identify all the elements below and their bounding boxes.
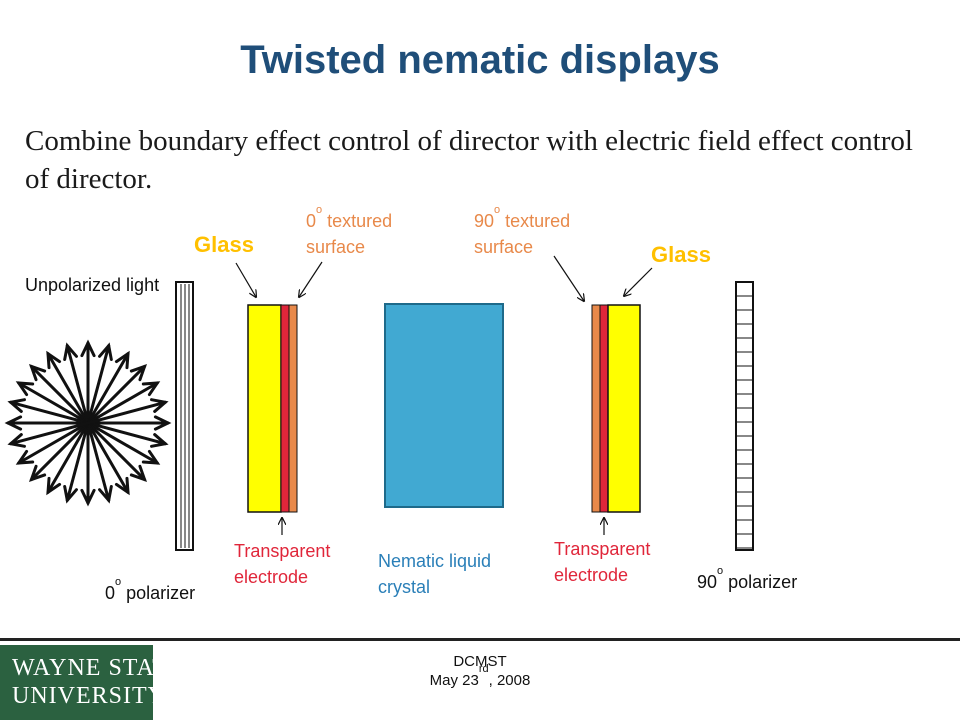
glass-stack-left xyxy=(247,304,298,513)
label-polarizer-0deg: 0o polarizer xyxy=(105,576,196,604)
nematic-liquid-crystal-cell xyxy=(384,303,504,508)
arrow-glass-right xyxy=(624,267,653,296)
label-textured-surface-right: 90o textured surface xyxy=(474,204,571,258)
arrow-textured-right xyxy=(553,255,584,301)
pointer-arrows xyxy=(235,255,653,535)
arrow-textured-left xyxy=(299,261,323,297)
label-glass-right: Glass xyxy=(651,242,711,267)
label-glass-left: Glass xyxy=(194,232,254,257)
footer-divider xyxy=(0,638,960,641)
footer-date: May 23rd, 2008 xyxy=(429,663,531,690)
label-nematic-liquid-crystal: Nematic liquid crystal xyxy=(378,551,492,597)
glass-plate-right xyxy=(607,304,641,513)
textured-surface-left xyxy=(288,304,298,513)
unpolarized-light-star xyxy=(4,339,172,507)
label-unpolarized-light: Unpolarized light xyxy=(25,275,160,295)
electrode-left xyxy=(280,304,290,513)
textured-surface-right xyxy=(591,304,601,513)
glass-stack-right xyxy=(591,304,641,513)
slide-title: Twisted nematic displays xyxy=(240,38,720,82)
logo-text-line2: UNIVERSITY xyxy=(12,683,166,709)
arrow-glass-left xyxy=(235,262,256,297)
logo-text-line1: WAYNE STATE xyxy=(12,655,184,681)
university-logo xyxy=(0,645,153,720)
label-electrode-left: Transparent electrode xyxy=(234,541,331,587)
electrode-right xyxy=(599,304,609,513)
footer-info: DCMST May 23rd, 2008 xyxy=(330,652,630,690)
tn-display-diagram xyxy=(4,255,754,551)
polarizer-90deg xyxy=(735,281,754,551)
polarizer-0deg xyxy=(175,281,194,551)
glass-plate-left xyxy=(247,304,282,513)
label-polarizer-90deg: 90o polarizer xyxy=(697,565,798,593)
label-electrode-right: Transparent electrode xyxy=(554,539,651,585)
footer-event: DCMST xyxy=(453,653,507,670)
label-textured-surface-left: 0o textured surface xyxy=(306,204,393,258)
slide-body-text: Combine boundary effect control of direc… xyxy=(25,125,913,195)
